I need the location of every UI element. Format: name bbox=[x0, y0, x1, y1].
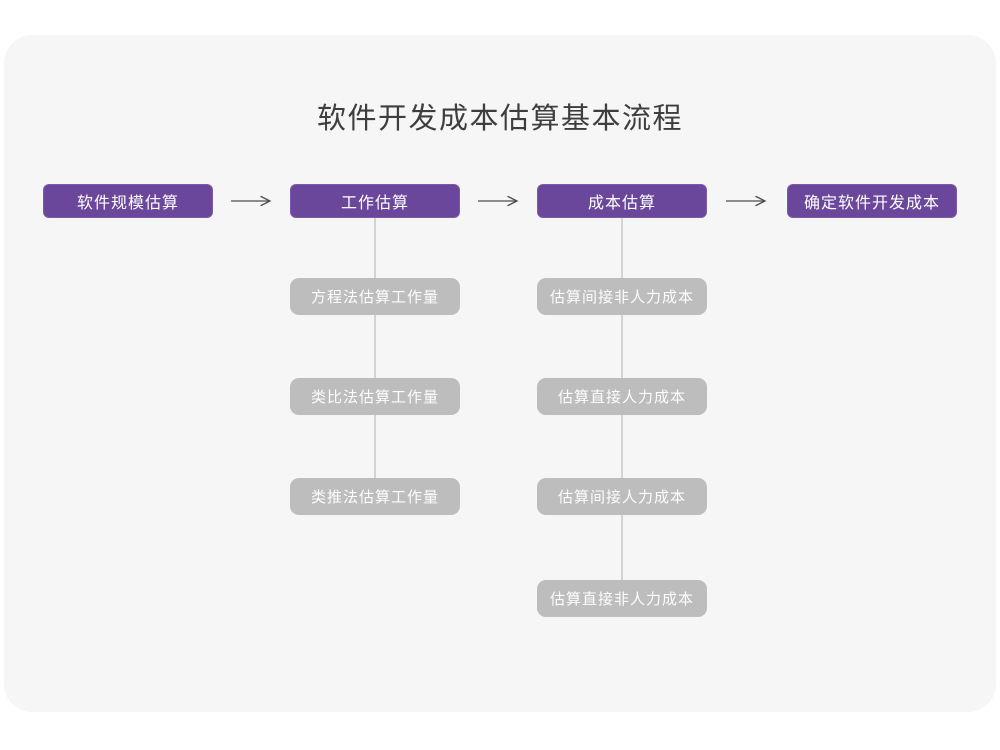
flow-step-work-estimation: 工作估算 bbox=[290, 184, 460, 218]
sub-node-direct-labor-cost: 估算直接人力成本 bbox=[537, 378, 707, 415]
sub-node-direct-nonlabor-cost: 估算直接非人力成本 bbox=[537, 580, 707, 617]
flow-step-label: 软件规模估算 bbox=[76, 195, 179, 212]
sub-node-label: 类比法估算工作量 bbox=[310, 389, 439, 406]
sub-node-indirect-nonlabor-cost: 估算间接非人力成本 bbox=[537, 278, 707, 315]
flow-step-determine-development-cost: 确定软件开发成本 bbox=[787, 184, 957, 218]
arrow-right-icon bbox=[726, 195, 767, 207]
sub-node-label: 方程法估算工作量 bbox=[310, 289, 439, 306]
flow-step-label: 工作估算 bbox=[340, 195, 409, 212]
sub-node-analogy-method: 类比法估算工作量 bbox=[290, 378, 460, 415]
sub-node-label: 估算直接非人力成本 bbox=[549, 591, 694, 608]
flow-step-label: 成本估算 bbox=[587, 195, 656, 212]
sub-node-equation-method: 方程法估算工作量 bbox=[290, 278, 460, 315]
sub-node-label: 估算间接人力成本 bbox=[557, 489, 686, 506]
sub-node-extrapolation-method: 类推法估算工作量 bbox=[290, 478, 460, 515]
flow-step-label: 确定软件开发成本 bbox=[803, 195, 940, 212]
flow-step-cost-estimation: 成本估算 bbox=[537, 184, 707, 218]
arrow-right-icon bbox=[478, 195, 519, 207]
sub-node-indirect-labor-cost: 估算间接人力成本 bbox=[537, 478, 707, 515]
sub-node-label: 估算直接人力成本 bbox=[557, 389, 686, 406]
diagram-canvas bbox=[4, 35, 996, 712]
flow-step-software-scale-estimation: 软件规模估算 bbox=[43, 184, 213, 218]
arrow-right-icon bbox=[231, 195, 272, 207]
sub-node-label: 估算间接非人力成本 bbox=[549, 289, 694, 306]
connector-line-work bbox=[374, 218, 376, 498]
page-title: 软件开发成本估算基本流程 bbox=[316, 103, 683, 135]
sub-node-label: 类推法估算工作量 bbox=[310, 489, 439, 506]
